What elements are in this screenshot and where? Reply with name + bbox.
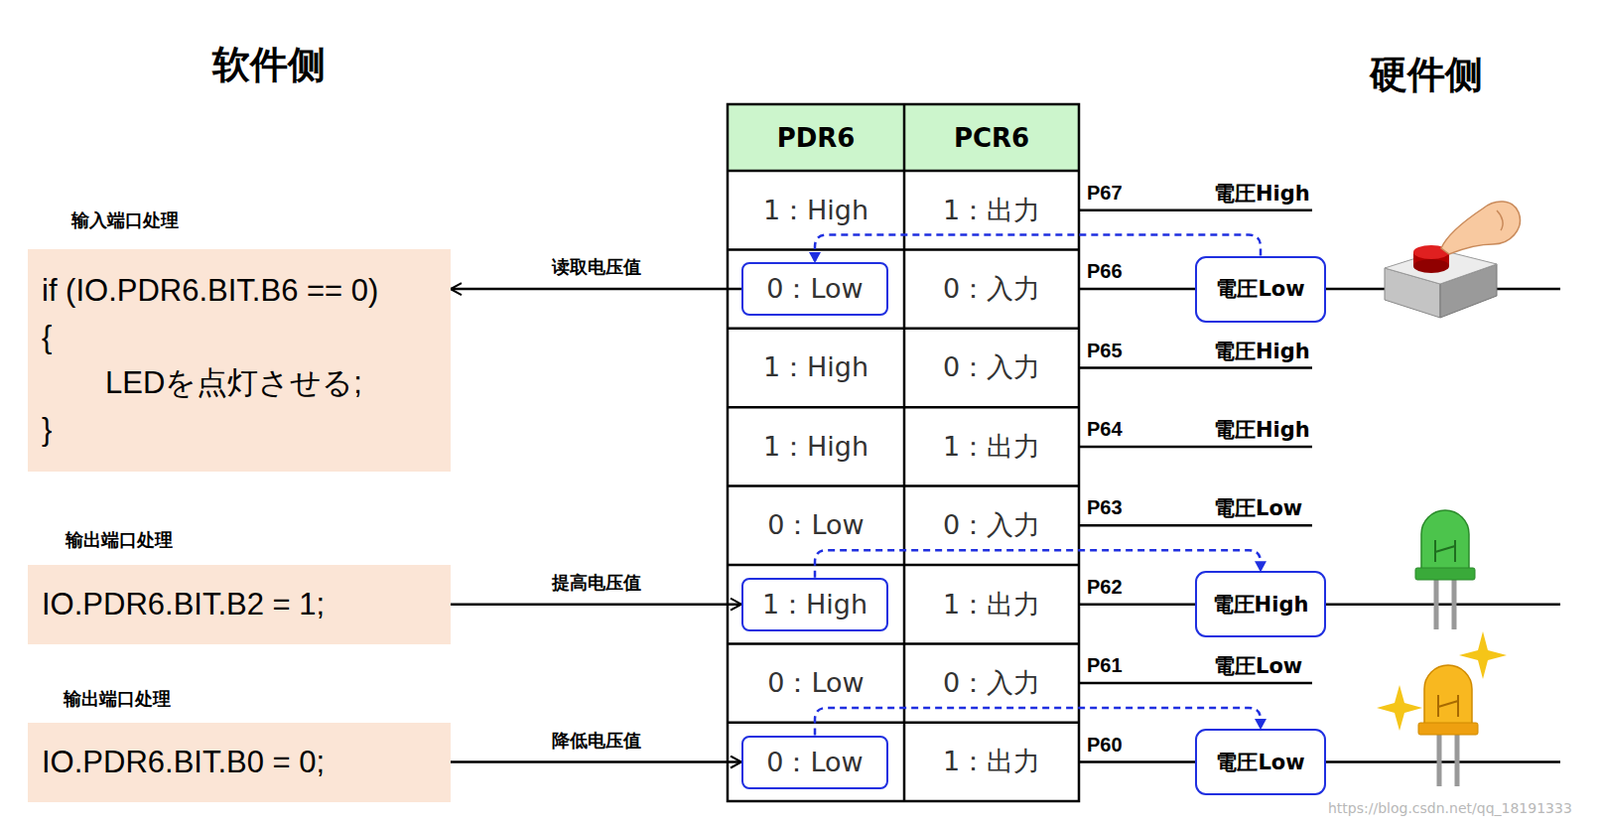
box-text: 電圧Low xyxy=(1215,274,1305,303)
table-cell: 0：入力 xyxy=(904,249,1079,328)
voltage-label: 電圧Low xyxy=(1213,494,1303,523)
table-cell: 0：Low xyxy=(727,643,905,722)
table-cell: 0：Low xyxy=(727,486,905,565)
arrow-label: 提高电压值 xyxy=(548,570,645,595)
side-title: 硬件侧 xyxy=(1369,49,1483,101)
signal-arrow xyxy=(450,602,742,606)
register-bit-box: 0：Low xyxy=(741,735,889,790)
push-button xyxy=(1384,201,1520,318)
arrow-label: 读取电压值 xyxy=(548,255,645,279)
voltage-label: 電圧High xyxy=(1213,415,1311,444)
section-label: 输出端口处理 xyxy=(63,686,171,711)
code-block: if (IO.PDR6.BIT.B6 == 0){LEDを点灯させる;} xyxy=(27,249,451,472)
pin-name: P63 xyxy=(1086,496,1123,520)
table-cell: 1：High xyxy=(727,170,905,250)
signal-arrow xyxy=(450,760,742,764)
pin-name: P66 xyxy=(1086,260,1123,283)
pin-name: P62 xyxy=(1086,575,1123,599)
voltage-label: 電圧Low xyxy=(1213,652,1303,680)
table-header: PDR6 xyxy=(727,104,905,171)
register-bit-box: 0：Low xyxy=(741,262,889,316)
code-line: IO.PDR6.BIT.B2 = 1; xyxy=(41,581,437,629)
pin-name: P60 xyxy=(1086,733,1123,757)
voltage-label: 電圧High xyxy=(1213,179,1311,208)
watermark: https://blog.csdn.net/qq_18191333 xyxy=(1328,800,1573,816)
box-text: 0：Low xyxy=(766,270,863,307)
pin-voltage-box: 電圧High xyxy=(1195,570,1327,638)
table-cell: 0：入力 xyxy=(904,643,1079,722)
table-cell: 1：High xyxy=(727,328,905,407)
code-block: IO.PDR6.BIT.B2 = 1; xyxy=(27,564,451,645)
data-flow-arrow xyxy=(814,235,1261,264)
code-line: } xyxy=(41,406,437,454)
side-title: 软件侧 xyxy=(212,39,326,91)
code-line: IO.PDR6.BIT.B0 = 0; xyxy=(41,739,437,787)
table-cell: 0：入力 xyxy=(904,486,1079,565)
arrow-label: 降低电压值 xyxy=(548,728,645,753)
data-flow-arrow xyxy=(814,707,1261,736)
register-bit-box: 1：High xyxy=(741,577,889,632)
lit-led xyxy=(1376,631,1507,787)
code-line: { xyxy=(41,314,437,362)
table-grid xyxy=(727,104,1079,801)
voltage-label: 電圧High xyxy=(1213,337,1311,366)
box-text: 1：High xyxy=(762,586,868,623)
table-cell: 1：High xyxy=(727,406,905,486)
green-led xyxy=(1415,510,1475,630)
table-cell: 1：出力 xyxy=(904,170,1079,250)
code-block: IO.PDR6.BIT.B0 = 0; xyxy=(27,722,451,802)
table-cell: 1：出力 xyxy=(904,722,1079,801)
box-text: 電圧High xyxy=(1212,590,1310,619)
pin-voltage-box: 電圧Low xyxy=(1195,256,1327,323)
pin-name: P61 xyxy=(1086,654,1123,677)
signal-arrow xyxy=(450,287,742,291)
box-text: 電圧Low xyxy=(1215,748,1305,777)
table-cell: 1：出力 xyxy=(904,406,1079,486)
pin-voltage-box: 電圧Low xyxy=(1195,728,1327,796)
code-line: LEDを点灯させる; xyxy=(41,360,437,407)
data-flow-arrow xyxy=(814,549,1261,578)
table-cell: 0：入力 xyxy=(904,328,1079,407)
pin-wires xyxy=(1078,210,1561,763)
table-header: PCR6 xyxy=(904,104,1079,171)
section-label: 输出端口处理 xyxy=(65,528,173,552)
pin-name: P67 xyxy=(1086,181,1123,205)
section-label: 输入端口处理 xyxy=(71,208,179,233)
pin-name: P64 xyxy=(1086,417,1123,441)
box-text: 0：Low xyxy=(766,744,863,781)
pin-name: P65 xyxy=(1086,339,1123,363)
code-line: if (IO.PDR6.BIT.B6 == 0) xyxy=(41,267,437,315)
table-cell: 1：出力 xyxy=(904,564,1079,644)
